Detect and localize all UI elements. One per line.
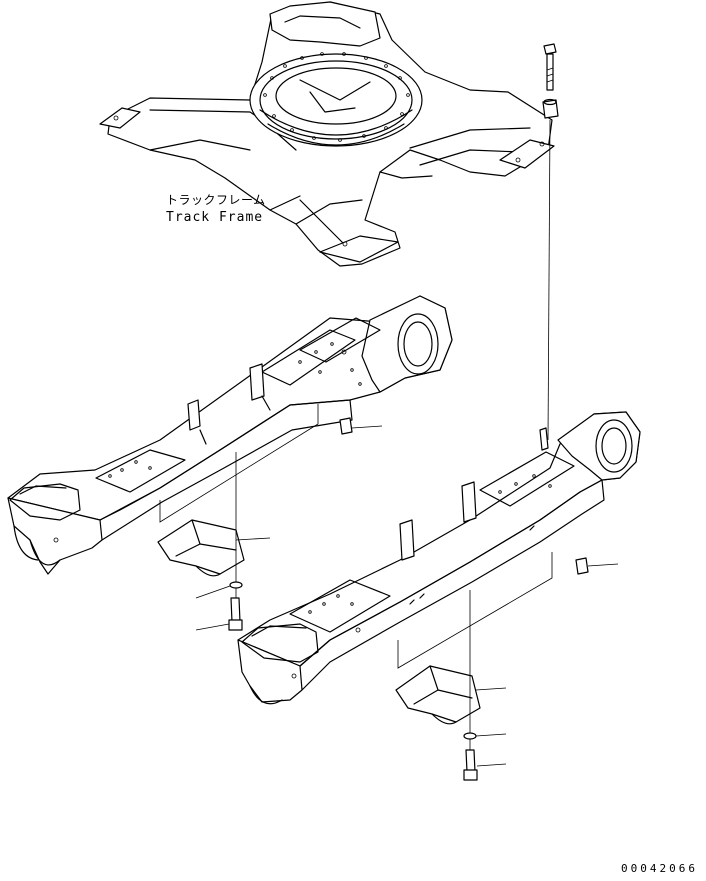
- drawing-number: 00042066: [621, 862, 698, 875]
- assembly-line-bolt: [547, 119, 551, 441]
- bolt-left: [195, 597, 243, 631]
- track-frame-label-en: Track Frame: [166, 210, 264, 225]
- washer-left: [195, 581, 243, 599]
- plug-left: [339, 417, 383, 435]
- bolt-right: [463, 749, 507, 781]
- track-frame-left: [7, 295, 453, 575]
- track-frame-right: [237, 411, 641, 705]
- track-frame-upper: [99, 1, 555, 267]
- track-roller-guard-left: [157, 519, 271, 577]
- track-frame-label-jp: トラックフレーム: [166, 193, 266, 207]
- track-roller-guard-right: [395, 665, 507, 725]
- plug-right: [575, 557, 619, 575]
- washer-right: [463, 732, 507, 740]
- mounting-bolt-upper: [543, 43, 557, 91]
- spacer-collar: [542, 98, 559, 119]
